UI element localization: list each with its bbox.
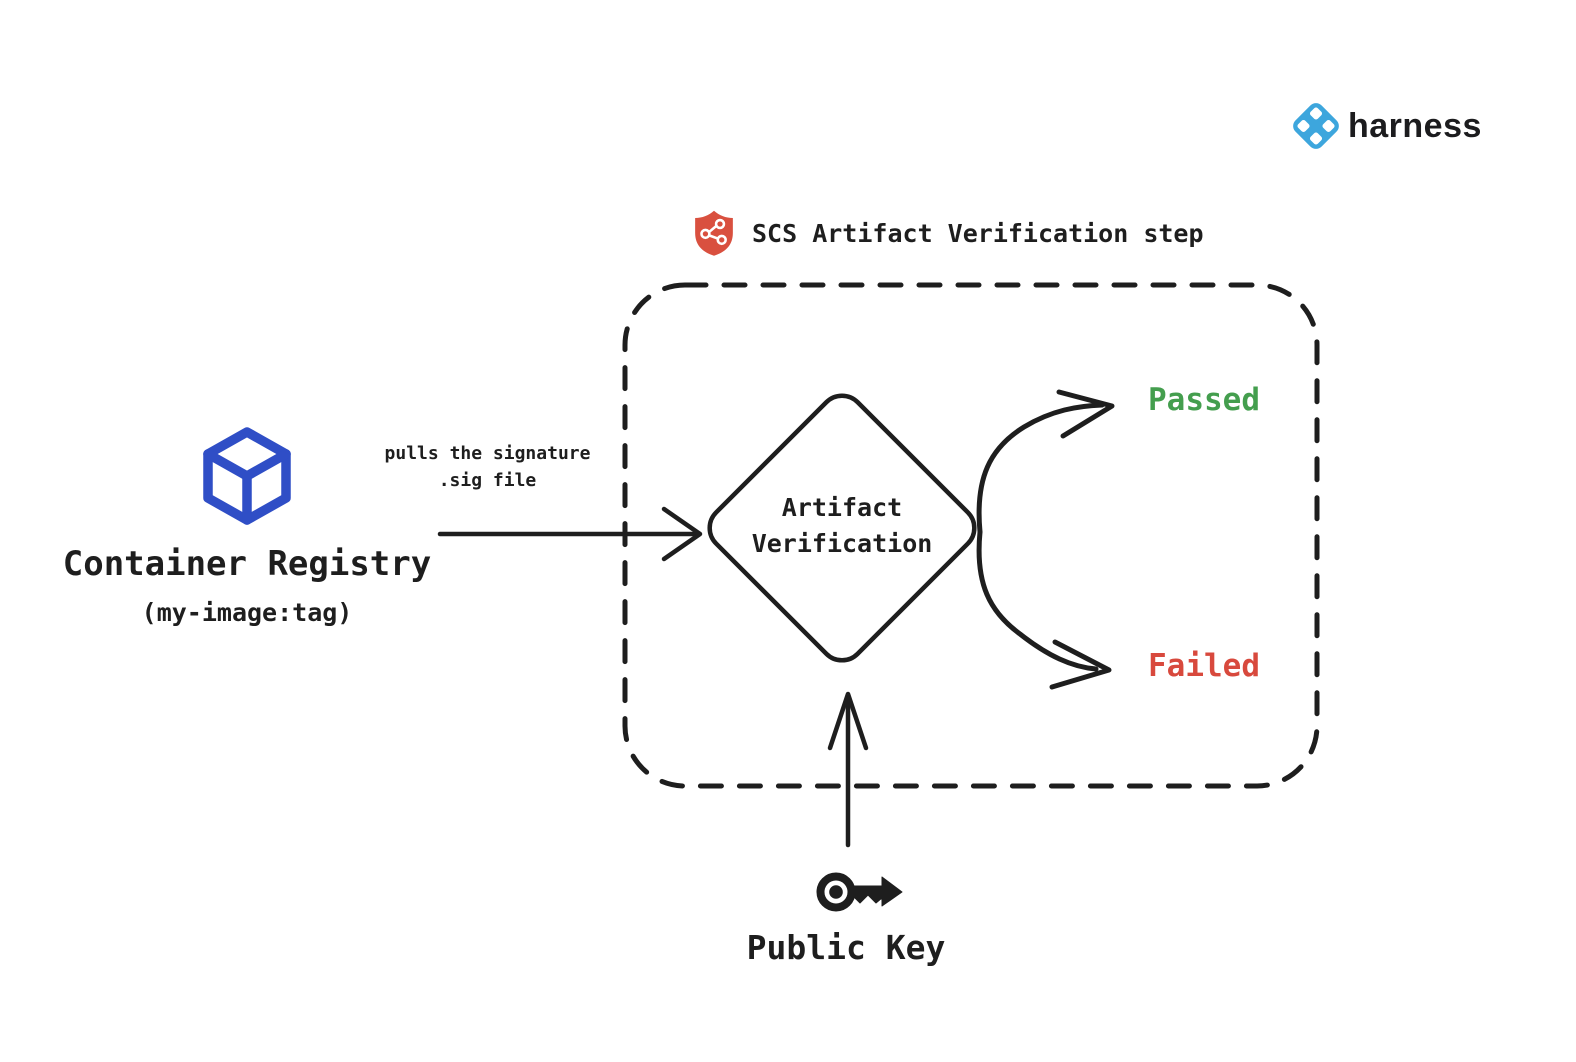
public-key-label: Public Key: [746, 928, 946, 967]
harness-logo-icon: [1293, 103, 1339, 149]
step-title-row: SCS Artifact Verification step: [692, 209, 1204, 257]
container-registry-node: Container Registry (my-image:tag): [47, 426, 447, 627]
failed-arrow: [976, 529, 1112, 690]
step-title: SCS Artifact Verification step: [752, 218, 1204, 248]
container-registry-label: Container Registry: [62, 544, 432, 584]
outcome-failed-label: Failed: [1148, 648, 1260, 684]
shield-graph-icon: [695, 210, 733, 256]
decision-label-line2: Verification: [751, 529, 933, 558]
brand-name: harness: [1348, 106, 1482, 145]
edge-label-line1: pulls the signature: [384, 443, 591, 464]
key-icon: [810, 864, 910, 924]
outcome-passed-label: Passed: [1148, 382, 1260, 418]
brand-logo: harness: [1289, 99, 1482, 153]
cube-icon: [47, 426, 447, 526]
pull-signature-arrow: [437, 506, 703, 562]
public-key-arrow: [827, 691, 869, 848]
edge-label-line2: .sig file: [438, 470, 537, 491]
pull-signature-edge-label: pulls the signature .sig file: [355, 440, 620, 494]
decision-label: Artifact Verification: [692, 490, 992, 562]
decision-label-line1: Artifact: [781, 493, 903, 522]
decision-diamond: [707, 393, 977, 663]
container-registry-sublabel: (my-image:tag): [141, 598, 353, 627]
passed-arrow: [976, 389, 1115, 535]
